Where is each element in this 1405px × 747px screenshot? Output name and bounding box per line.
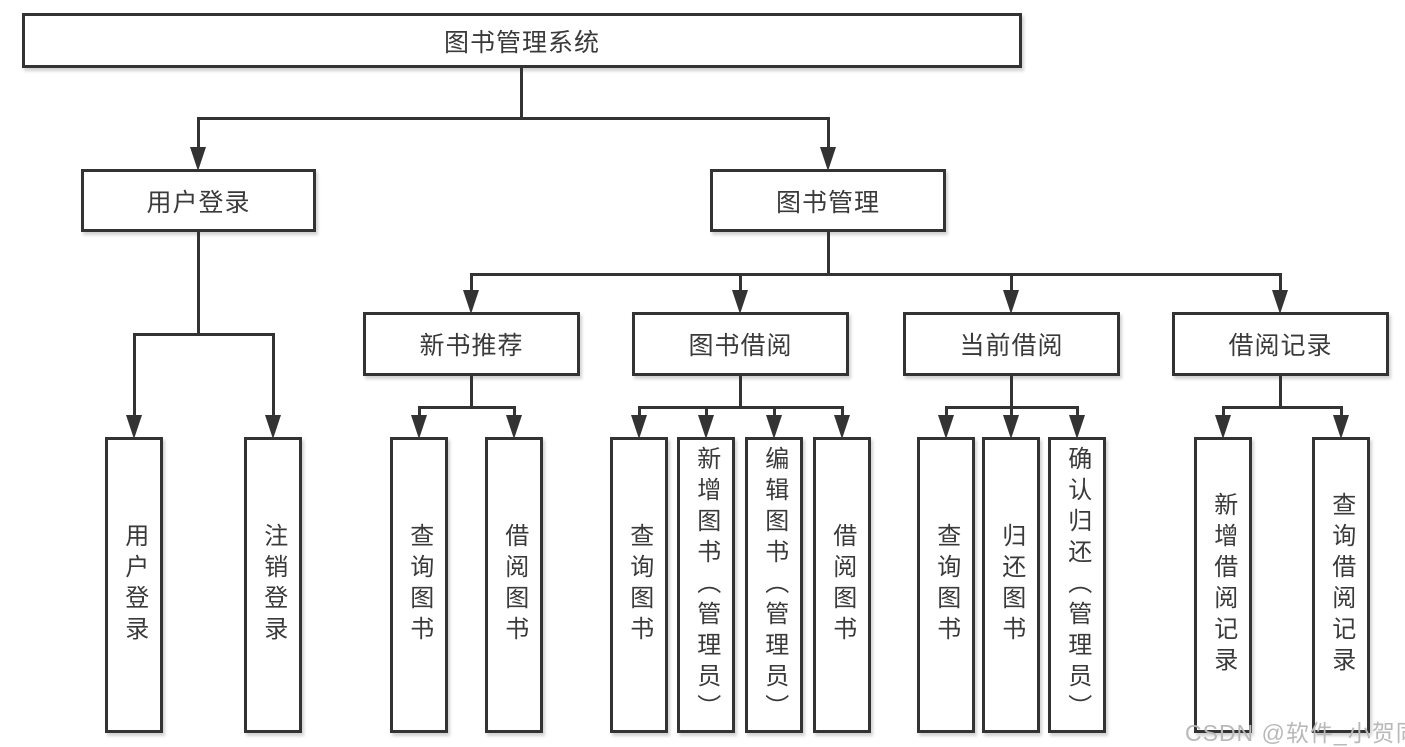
arrowhead-down-icon	[834, 415, 850, 439]
leaf-query-books-borrowing-label: 查询图书	[625, 523, 653, 647]
leaf-confirm-return-admin: 确认归还（管理员）	[1048, 437, 1106, 733]
leaf-borrow-books-recommendation: 借阅图书	[485, 437, 543, 733]
leaf-borrow-books-borrowing: 借阅图书	[813, 437, 871, 733]
node-new-book-recommendation: 新书推荐	[363, 312, 580, 376]
node-library-system-label: 图书管理系统	[443, 28, 600, 57]
connector-bar	[1222, 406, 1343, 409]
leaf-query-borrow-record-label: 查询借阅记录	[1327, 492, 1355, 678]
node-borrowing-records: 借阅记录	[1172, 312, 1389, 376]
node-user-login-label: 用户登录	[146, 188, 251, 217]
arrowhead-down-icon	[938, 415, 954, 439]
leaf-logout: 注销登录	[244, 437, 302, 733]
connector-arrow-line	[272, 333, 275, 431]
node-book-borrowing: 图书借阅	[632, 312, 849, 376]
leaf-query-books-current: 查询图书	[917, 437, 975, 733]
node-current-borrowing: 当前借阅	[903, 312, 1120, 376]
leaf-query-books-current-label: 查询图书	[932, 523, 960, 647]
arrowhead-down-icon	[766, 415, 782, 439]
connector-stem	[197, 232, 200, 335]
arrowhead-down-icon	[631, 415, 647, 439]
node-user-login: 用户登录	[81, 169, 316, 232]
leaf-add-borrow-record-label: 新增借阅记录	[1209, 492, 1237, 678]
arrowhead-down-icon	[698, 415, 714, 439]
arrowhead-down-icon	[1069, 415, 1085, 439]
node-borrowing-records-label: 借阅记录	[1228, 332, 1333, 360]
leaf-edit-book-admin-label: 编辑图书（管理员）	[760, 445, 788, 725]
arrowhead-down-icon	[732, 290, 748, 314]
connector-arrow-line	[827, 117, 830, 165]
connector-stem	[827, 232, 830, 276]
node-book-management-label: 图书管理	[775, 188, 880, 217]
node-book-management: 图书管理	[710, 169, 946, 232]
leaf-add-book-admin: 新增图书（管理员）	[677, 437, 735, 733]
arrowhead-down-icon	[463, 290, 479, 314]
leaf-return-book: 归还图书	[982, 437, 1040, 733]
leaf-query-borrow-record: 查询借阅记录	[1312, 437, 1370, 733]
connector-arrow-line	[133, 333, 136, 431]
leaf-logout-label: 注销登录	[259, 523, 287, 647]
connector-bar	[470, 273, 1282, 276]
leaf-edit-book-admin: 编辑图书（管理员）	[745, 437, 803, 733]
node-library-system: 图书管理系统	[22, 13, 1022, 68]
connector-bar	[197, 117, 830, 120]
arrowhead-down-icon	[411, 415, 427, 439]
arrowhead-down-icon	[1003, 415, 1019, 439]
leaf-borrow-books-recommendation-label: 借阅图书	[500, 523, 528, 647]
leaf-query-books-recommendation-label: 查询图书	[405, 523, 433, 647]
arrowhead-down-icon	[265, 415, 281, 439]
leaf-add-book-admin-label: 新增图书（管理员）	[692, 445, 720, 725]
leaf-borrow-books-borrowing-label: 借阅图书	[828, 523, 856, 647]
leaf-confirm-return-admin-label: 确认归还（管理员）	[1063, 445, 1091, 725]
leaf-user-login: 用户登录	[105, 437, 163, 733]
arrowhead-down-icon	[126, 415, 142, 439]
connector-bar	[638, 406, 844, 409]
leaf-add-borrow-record: 新增借阅记录	[1194, 437, 1252, 733]
connector-stem	[470, 376, 473, 408]
arrowhead-down-icon	[1215, 415, 1231, 439]
leaf-user-login-label: 用户登录	[120, 523, 148, 647]
arrowhead-down-icon	[820, 147, 836, 171]
arrowhead-down-icon	[1333, 415, 1349, 439]
leaf-query-books-recommendation: 查询图书	[390, 437, 448, 733]
connector-stem	[739, 376, 742, 408]
node-new-book-recommendation-label: 新书推荐	[419, 332, 524, 360]
connector-bar	[133, 333, 275, 336]
node-book-borrowing-label: 图书借阅	[688, 332, 793, 360]
connector-stem	[520, 67, 523, 119]
connector-arrow-line	[197, 117, 200, 165]
leaf-query-books-borrowing: 查询图书	[610, 437, 668, 733]
arrowhead-down-icon	[190, 147, 206, 171]
node-current-borrowing-label: 当前借阅	[959, 332, 1064, 360]
connector-stem	[1279, 376, 1282, 408]
arrowhead-down-icon	[1003, 290, 1019, 314]
arrowhead-down-icon	[506, 415, 522, 439]
csdn-watermark: CSDN @软件_小贺同学	[1185, 720, 1405, 746]
connector-bar	[418, 406, 516, 409]
arrowhead-down-icon	[1272, 290, 1288, 314]
leaf-return-book-label: 归还图书	[997, 523, 1025, 647]
connector-stem	[1010, 376, 1013, 408]
